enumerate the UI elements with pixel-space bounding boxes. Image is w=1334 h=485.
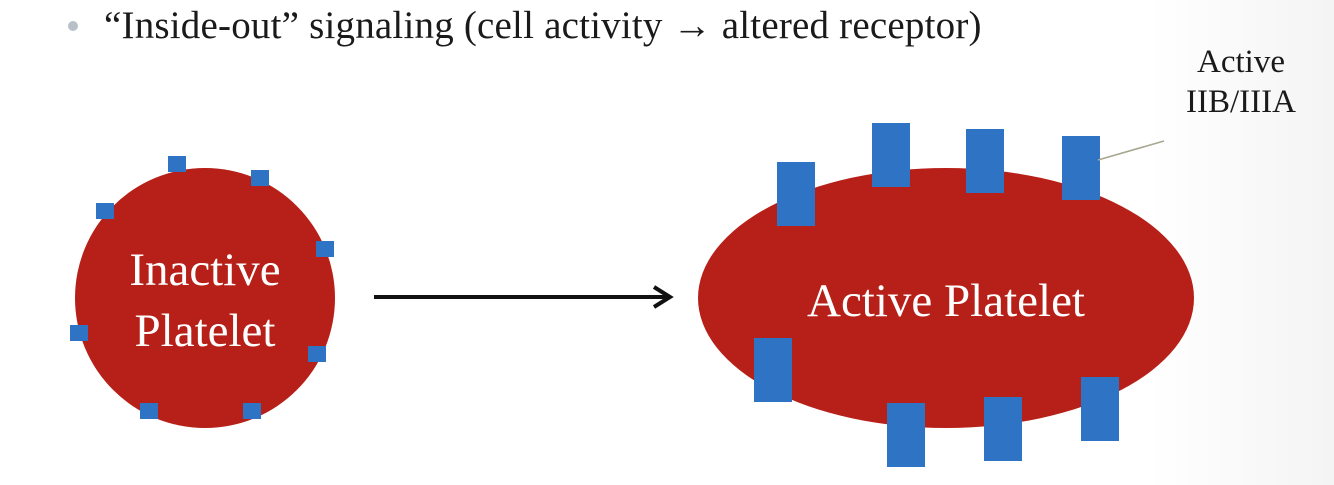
bullet-text: “Inside-out” signaling (cell activity → … xyxy=(104,3,982,47)
inactive-receptor xyxy=(316,241,334,257)
callout-label: Active IIB/IIIA xyxy=(1170,42,1312,122)
active-receptor xyxy=(754,338,792,402)
active-platelet-label: Active Platelet xyxy=(807,275,1085,327)
active-receptor xyxy=(966,129,1004,193)
inactive-receptor xyxy=(243,403,261,419)
inactive-receptor xyxy=(251,170,269,186)
activation-arrow xyxy=(374,285,674,309)
active-platelet-body xyxy=(698,168,1194,428)
inactive-receptor xyxy=(168,156,186,172)
active-receptor xyxy=(1081,377,1119,441)
arrow-head xyxy=(652,285,674,309)
active-receptor xyxy=(887,403,925,467)
inactive-platelet-label-line2: Platelet xyxy=(135,305,276,357)
active-receptor xyxy=(1062,136,1100,200)
inactive-receptor xyxy=(96,203,114,219)
inactive-platelet-body xyxy=(75,168,335,428)
inactive-receptor xyxy=(70,325,88,341)
inactive-receptor xyxy=(140,403,158,419)
callout-label-line2: IIB/IIIA xyxy=(1186,84,1296,120)
active-platelet: Active Platelet xyxy=(698,123,1194,467)
callout-label-line1: Active xyxy=(1197,44,1285,80)
callout-leader-line xyxy=(1097,140,1165,161)
inactive-receptor xyxy=(308,346,326,362)
bullet-dot xyxy=(68,21,78,31)
bullet-point: “Inside-out” signaling (cell activity → … xyxy=(68,0,982,50)
active-receptor xyxy=(872,123,910,187)
active-receptor xyxy=(984,397,1022,461)
active-receptor xyxy=(777,162,815,226)
footer-heading-cropped xyxy=(0,470,340,485)
inactive-platelet-label-line1: Inactive xyxy=(129,244,280,296)
inactive-platelet: Inactive Platelet xyxy=(70,156,335,428)
